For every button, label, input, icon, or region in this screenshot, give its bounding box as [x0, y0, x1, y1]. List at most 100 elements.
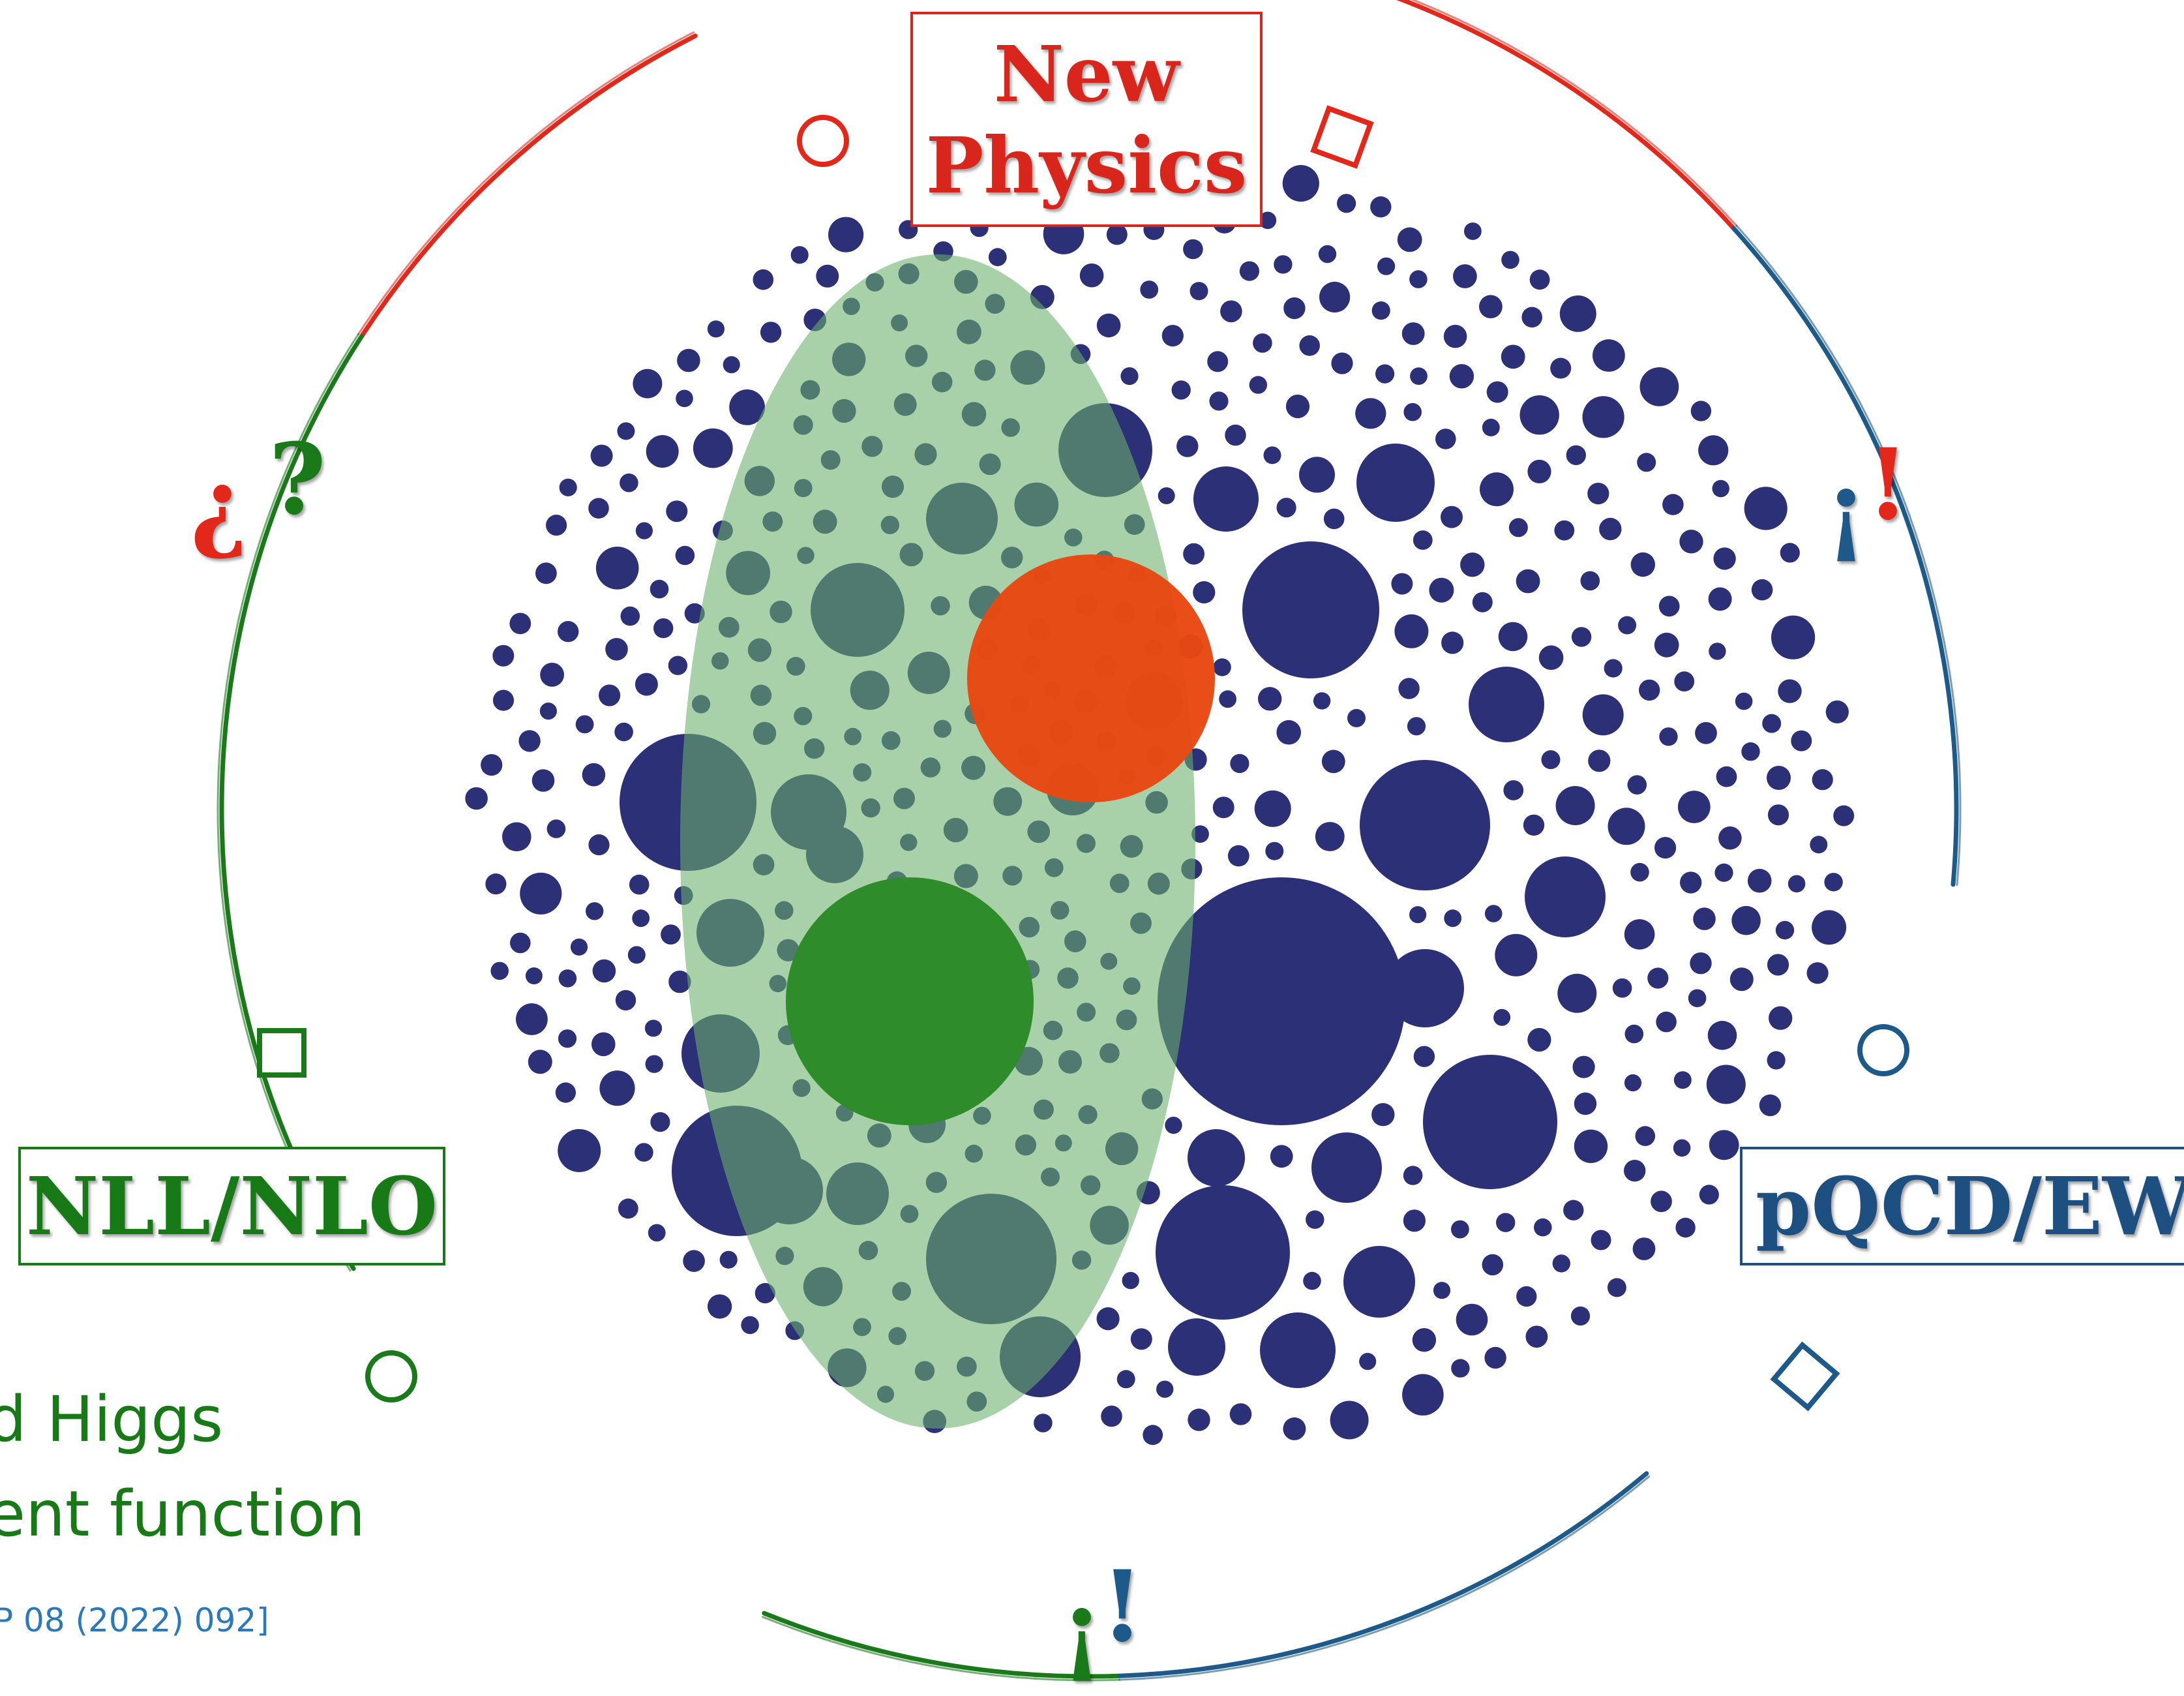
bubble	[1647, 967, 1669, 989]
bubble	[1582, 694, 1624, 736]
bubble	[1632, 1237, 1656, 1260]
bubble	[1516, 569, 1540, 594]
bubble	[599, 1070, 635, 1106]
bubble	[1429, 577, 1454, 603]
bubble	[668, 970, 691, 993]
bubble	[1624, 1074, 1642, 1092]
bubble	[1479, 295, 1503, 318]
bubble	[1377, 257, 1396, 275]
caption-line-2: ent function	[0, 1477, 366, 1551]
exclamation-mark: !	[1866, 427, 1909, 542]
bubble	[1096, 313, 1121, 338]
bubble	[539, 703, 558, 720]
bubble	[1096, 1307, 1120, 1331]
bubble	[1433, 1282, 1451, 1299]
bubble	[1587, 483, 1609, 505]
bubble	[646, 435, 679, 468]
bubble	[1833, 805, 1855, 826]
bubble	[1106, 224, 1128, 245]
bubble	[531, 769, 555, 792]
arc-stroke	[1731, 226, 1959, 887]
bubble	[1486, 381, 1508, 403]
bubble	[1283, 297, 1306, 320]
bubble	[1176, 435, 1199, 457]
bubble	[632, 909, 650, 928]
bubble	[1582, 396, 1624, 438]
bubble	[1161, 324, 1184, 347]
bubble	[599, 684, 621, 706]
bubble	[1778, 679, 1802, 703]
bubble	[1441, 506, 1463, 528]
bubble	[1193, 581, 1216, 604]
bubble	[590, 444, 613, 467]
bubble	[586, 902, 604, 920]
bubble	[1482, 418, 1500, 436]
bubble	[1207, 351, 1229, 372]
bubble	[1658, 596, 1680, 617]
bubble	[693, 428, 733, 468]
bubble	[1394, 614, 1429, 648]
bubble	[1313, 692, 1331, 710]
bubble	[1759, 1094, 1782, 1117]
bubble	[1574, 1092, 1597, 1115]
bubble	[1604, 659, 1623, 678]
bubble	[546, 515, 567, 536]
bubble	[1607, 1278, 1626, 1297]
bubble	[1574, 1129, 1608, 1164]
bubble	[1189, 282, 1208, 301]
bubble	[1566, 445, 1586, 465]
bubble	[558, 621, 579, 643]
bubble	[1274, 255, 1293, 274]
arc-stroke-sketch	[217, 333, 360, 1272]
bubble	[558, 1128, 601, 1172]
bubble	[1825, 700, 1849, 723]
bubble	[1627, 775, 1647, 795]
bubble	[1254, 790, 1291, 827]
bubble	[1410, 367, 1428, 385]
bubble	[1498, 622, 1528, 652]
bubble	[629, 874, 650, 895]
bubble	[653, 618, 674, 639]
arc-stroke-sketch	[762, 1616, 1121, 1682]
bubble	[1767, 1051, 1786, 1070]
new-physics-line-1: New	[993, 29, 1180, 119]
bubble	[1741, 742, 1760, 761]
bubble	[1806, 962, 1829, 984]
bubble	[1220, 300, 1242, 323]
bubble	[1729, 967, 1754, 992]
bubble	[1680, 871, 1702, 894]
bubble	[1402, 1374, 1444, 1416]
bubble	[1265, 841, 1284, 860]
bubble	[1706, 1065, 1746, 1104]
bubble	[1270, 1145, 1293, 1168]
bubble	[760, 322, 782, 343]
bubble	[528, 1050, 552, 1074]
bubble	[620, 473, 638, 492]
bubble	[1158, 877, 1405, 1125]
bubble	[1311, 1132, 1382, 1203]
bubble	[1303, 1271, 1321, 1290]
bubble	[1258, 687, 1282, 711]
bubble	[1541, 750, 1561, 770]
bubble	[570, 938, 588, 956]
bubble	[592, 959, 616, 983]
arc-stroke-sketch	[1735, 224, 1962, 886]
bubble	[1120, 367, 1139, 386]
bubble	[1716, 766, 1737, 787]
bubble	[1608, 808, 1645, 845]
bubble	[510, 932, 531, 954]
bubble	[520, 872, 562, 915]
arc-stroke-sketch	[357, 31, 695, 335]
nll-region-ellipse	[680, 254, 1195, 1429]
bubble	[668, 656, 688, 675]
bubble	[1143, 1425, 1163, 1446]
bubble	[1654, 837, 1677, 859]
bubble	[1824, 873, 1843, 892]
caption-line-1: d Higgs	[0, 1383, 224, 1456]
bubble	[1122, 1271, 1139, 1290]
bubble	[1688, 989, 1707, 1008]
bubble	[1315, 822, 1345, 851]
bubble	[1140, 280, 1159, 299]
bubble	[1570, 1306, 1591, 1326]
bubble	[1762, 714, 1782, 733]
